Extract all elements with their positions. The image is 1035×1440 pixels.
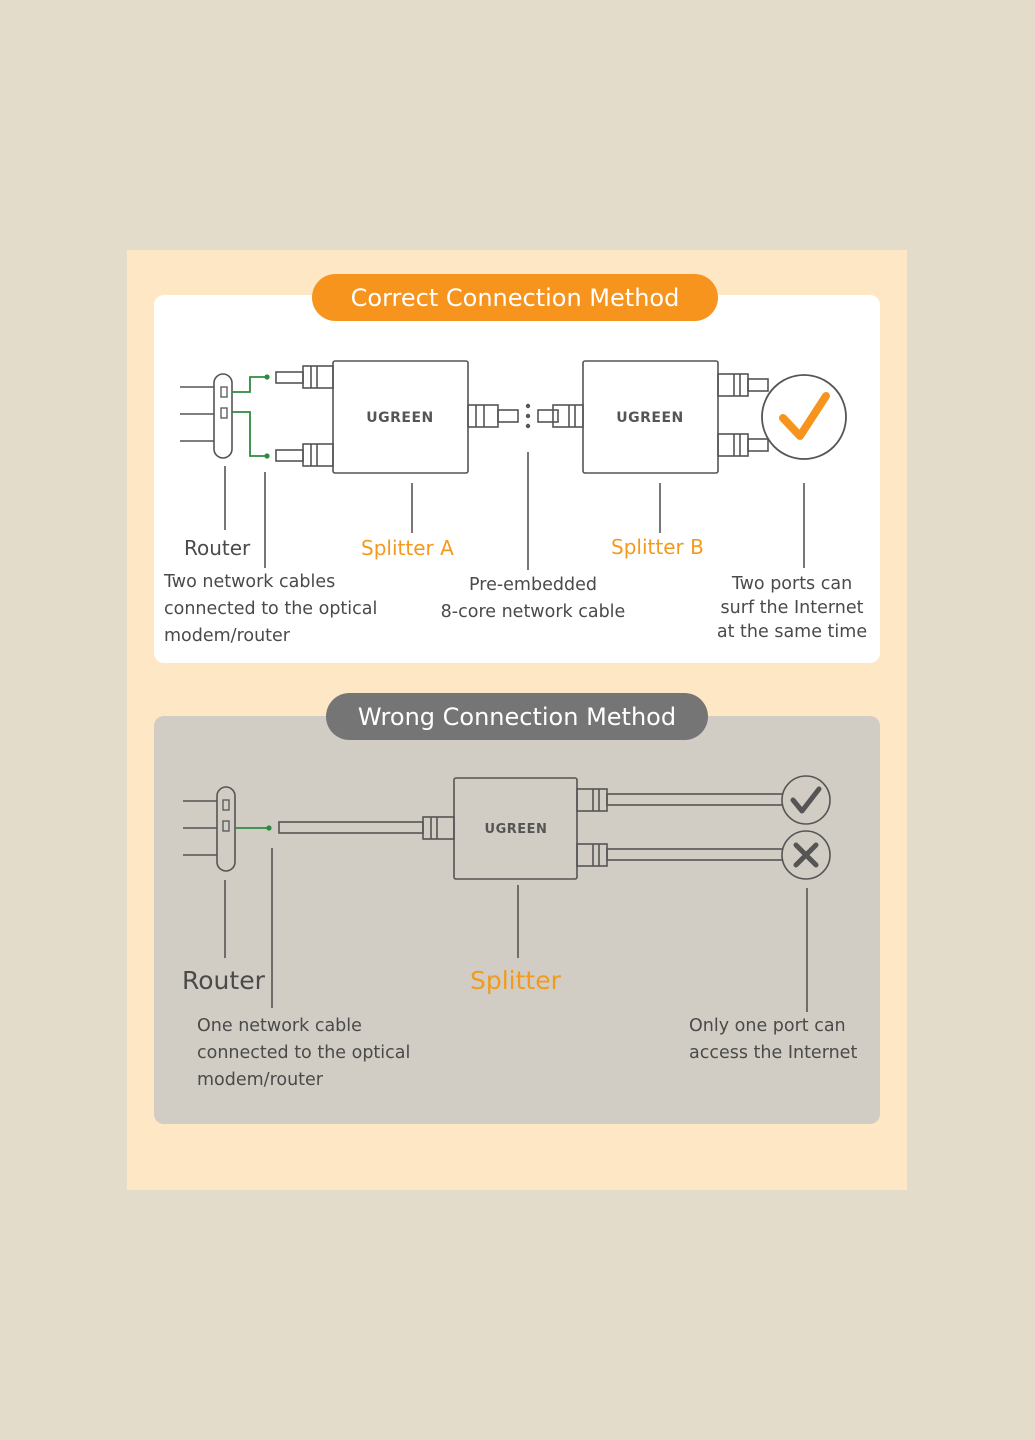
router-icon-wrong [183, 786, 236, 872]
splitter-b-label: Splitter B [611, 535, 704, 559]
splitter-a-label: Splitter A [361, 536, 454, 560]
splitter-brand: UGREEN [485, 822, 548, 837]
splitter-device [453, 777, 578, 880]
splitter-label-wrong: Splitter [470, 966, 561, 995]
correct-method-card [154, 295, 880, 663]
splitter-a-brand: UGREEN [366, 410, 433, 426]
router-description-wrong: One network cable connected to the optic… [197, 1016, 411, 1090]
router-icon [180, 373, 233, 459]
green-wires [232, 376, 268, 457]
checkmark-icon [761, 374, 847, 460]
check-icon [781, 775, 831, 825]
splitter-b-device [582, 360, 719, 474]
correct-method-title: Correct Connection Method [312, 274, 718, 321]
router-description: Two network cables connected to the opti… [164, 572, 378, 646]
router-label-wrong: Router [182, 966, 265, 995]
wrong-method-title: Wrong Connection Method [326, 693, 708, 740]
splitter-b-brand: UGREEN [616, 410, 683, 426]
splitter-a-plugs [275, 365, 334, 467]
cable-description: Pre-embedded 8-core network cable [440, 575, 626, 622]
wrong-method-card [154, 716, 880, 1124]
ports-description-wrong: Only one port can access the Internet [689, 1016, 858, 1063]
ports-description: Two ports can surf the Internet at the s… [716, 574, 868, 642]
router-label: Router [184, 536, 251, 560]
